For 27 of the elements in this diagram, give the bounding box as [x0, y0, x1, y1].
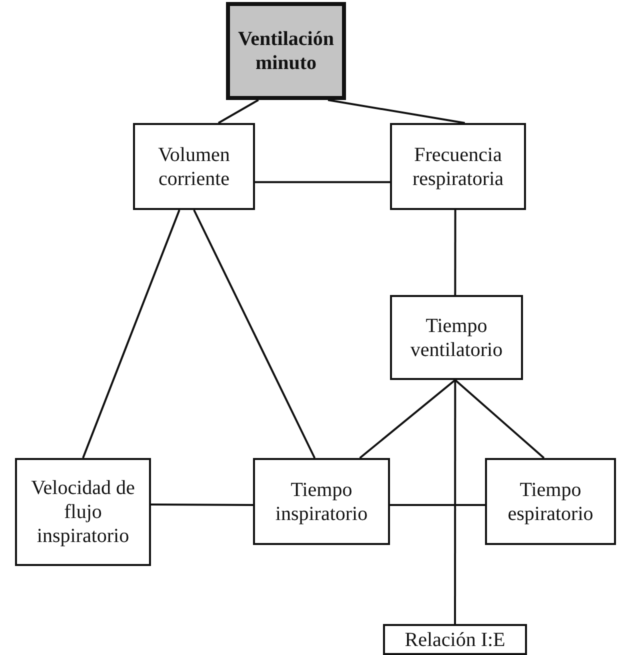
concept-box [390, 295, 523, 380]
concept-box [485, 458, 616, 545]
node-label: Tiempo espiratorio [506, 478, 594, 526]
concept-box [253, 458, 390, 545]
connector-line [328, 99, 465, 124]
connector-line [454, 379, 545, 459]
connector-line [454, 210, 456, 295]
connector-line [82, 210, 180, 458]
node-label: Tiempo ventilatorio [409, 314, 504, 362]
node-label: Volumen corriente [157, 142, 231, 190]
title-box [226, 2, 346, 100]
connector-line [218, 99, 259, 124]
node-label: Velocidad de flujo inspiratorio [30, 476, 136, 548]
node-label: Relación I:E [404, 628, 506, 652]
connector-line [359, 379, 456, 459]
node-label: Tiempo inspiratorio [274, 478, 369, 526]
connector-line [193, 210, 316, 458]
concept-box [383, 624, 527, 655]
node-label: Ventilación minuto [237, 27, 335, 75]
node-label: Frecuencia respiratoria [411, 142, 505, 190]
concept-box [133, 123, 255, 210]
concept-box [390, 123, 526, 210]
concept-box [15, 458, 151, 566]
connector-line [390, 504, 485, 506]
connector-line [454, 380, 456, 624]
connector-line [255, 181, 390, 184]
connector-line [151, 503, 253, 506]
